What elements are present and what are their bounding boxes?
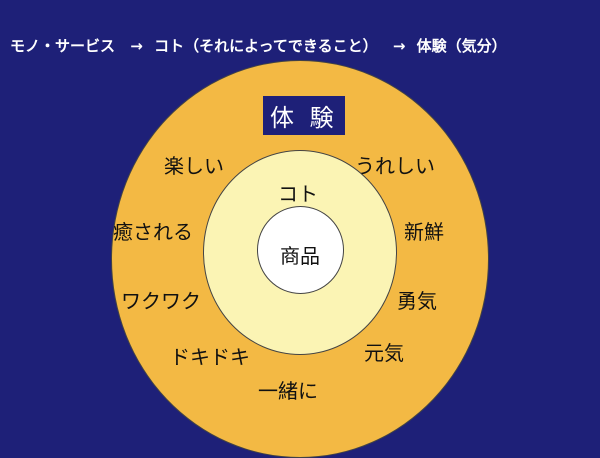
header-koto: コト（それによってできること） xyxy=(154,37,378,55)
feeling-genki: 元気 xyxy=(364,341,404,365)
feeling-yuuki: 勇気 xyxy=(397,289,437,313)
feeling-tanoshii: 楽しい xyxy=(164,154,224,178)
feeling-dokidoki: ドキドキ xyxy=(170,345,250,369)
feeling-ureshii: うれしい xyxy=(355,154,435,178)
feeling-iyasareru: 癒される xyxy=(113,220,193,244)
outer-ring-title: 体 験 xyxy=(263,96,345,135)
header-arrow-1: → xyxy=(130,37,143,55)
header-goods-services: モノ・サービス xyxy=(10,37,116,55)
inner-ring-label: 商品 xyxy=(280,244,320,268)
middle-ring-label: コト xyxy=(278,182,318,206)
inner-ring-product xyxy=(257,206,344,294)
header-arrow-2: → xyxy=(392,37,406,55)
feeling-shinsen: 新鮮 xyxy=(404,220,444,244)
header-experience: 体験（気分） xyxy=(416,37,507,55)
feeling-wakuwaku: ワクワク xyxy=(121,289,201,313)
feeling-isshoni: 一緒に xyxy=(258,379,318,403)
header-line: モノ・サービス → コト（それによってできること） → 体験（気分） xyxy=(10,35,513,56)
